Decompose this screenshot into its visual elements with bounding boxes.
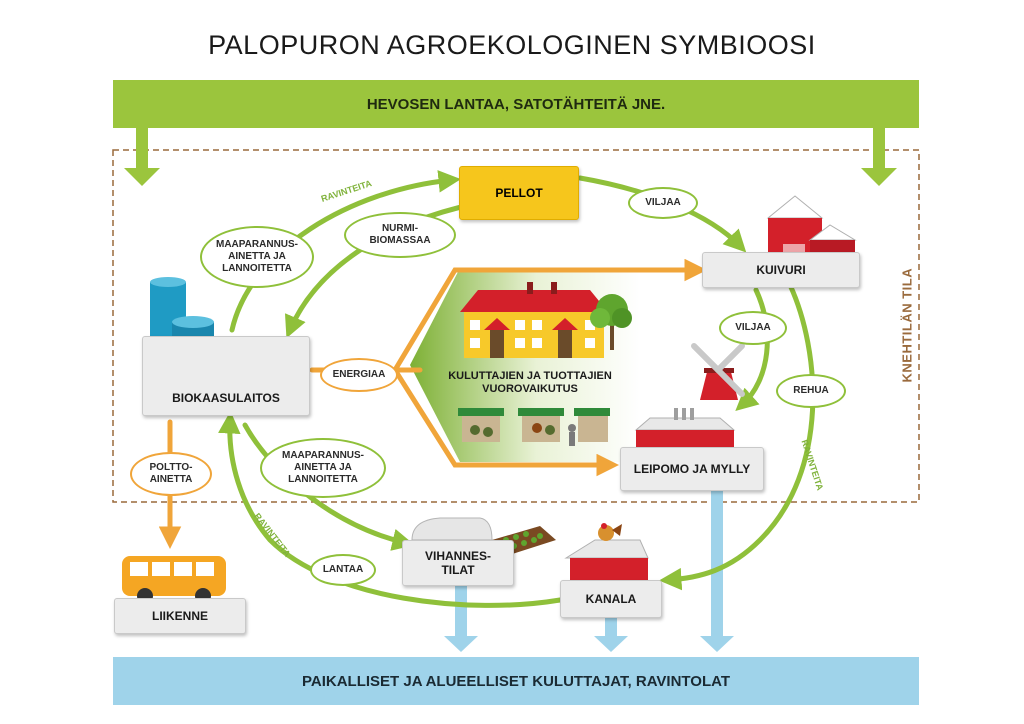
top-input-bar: HEVOSEN LANTAA, SATOTÄHTEITÄ JNE. — [113, 80, 919, 128]
maaparannus-top-line2: AINETTA JA — [228, 251, 286, 262]
node-kuivuri: KUIVURI — [702, 252, 860, 288]
nurmi-line1: NURMI- — [381, 223, 419, 234]
center-line2: VUOROVAIKUTUS — [482, 383, 578, 395]
arrow-kuivuri-to-kanala — [659, 282, 816, 591]
node-biokaasulaitos: BIOKAASULAITOS — [142, 336, 310, 416]
windmill-illustration — [634, 343, 745, 450]
poltto-line1: POLTTO- — [149, 462, 193, 473]
energy-to-leipomo — [392, 367, 619, 477]
label-energiaa: ENERGIAA — [320, 358, 398, 392]
energy-to-kuivuri — [392, 258, 707, 373]
node-vihannestilat: VIHANNES- TILAT — [402, 540, 514, 586]
maaparannus-top-line3: LANNOITETTA — [222, 263, 292, 274]
center-line1: KULUTTAJIEN JA TUOTTAJIEN — [448, 370, 612, 382]
label-lantaa: LANTAA — [310, 554, 376, 586]
consumers-bar: PAIKALLISET JA ALUEELLISET KULUTTAJAT, R… — [113, 657, 919, 705]
consumer-arrows — [444, 490, 734, 652]
farm-boundary — [112, 149, 920, 503]
vihannes-line2: TILAT — [441, 563, 475, 577]
maaparannus-bot-line1: MAAPARANNUS- — [281, 450, 365, 461]
label-maaparannus-bottom: MAAPARANNUS- AINETTA JA LANNOITETTA — [260, 438, 386, 498]
label-viljaa-top: VILJAA — [628, 187, 698, 219]
market-stalls-illustration — [458, 408, 610, 446]
farmhouse-illustration — [460, 282, 632, 358]
node-leipomo-ja-mylly: LEIPOMO JA MYLLY — [620, 447, 764, 491]
page-title: PALOPURON AGROEKOLOGINEN SYMBIOOSI — [208, 30, 816, 60]
top-bar-arrows — [124, 128, 897, 186]
label-viljaa-mid: VILJAA — [719, 311, 787, 345]
label-polttoainetta: POLTTO- AINETTA — [130, 452, 212, 496]
farm-region-label: KNEHTILÄN TILA — [899, 267, 915, 383]
maaparannus-top-line1: MAAPARANNUS- — [215, 239, 299, 250]
arrow-bio-to-pellot — [229, 170, 461, 333]
maaparannus-bot-line3: LANNOITETTA — [288, 474, 358, 485]
label-rehua: REHUA — [776, 374, 846, 408]
label-nurmibiomassaa: NURMI- BIOMASSAA — [344, 212, 456, 258]
node-kanala: KANALA — [560, 580, 662, 618]
arrow-kuivuri-to-leipomo — [735, 287, 770, 412]
henhouse-illustration — [564, 523, 649, 580]
poltto-line2: AINETTA — [149, 474, 193, 485]
label-maaparannus-top: MAAPARANNUS- AINETTA JA LANNOITETTA — [200, 226, 314, 288]
vihannes-line1: VIHANNES- — [424, 549, 491, 563]
nurmi-line2: BIOMASSAA — [369, 235, 431, 246]
node-liikenne: LIIKENNE — [114, 598, 246, 634]
arrow-kanala-to-bio — [218, 411, 563, 608]
node-pellot: PELLOT — [459, 166, 579, 220]
bus-illustration — [122, 556, 226, 604]
center-interaction-text: KULUTTAJIEN JA TUOTTAJIEN VUOROVAIKUTUS — [435, 370, 625, 396]
maaparannus-bot-line2: AINETTA JA — [294, 462, 352, 473]
